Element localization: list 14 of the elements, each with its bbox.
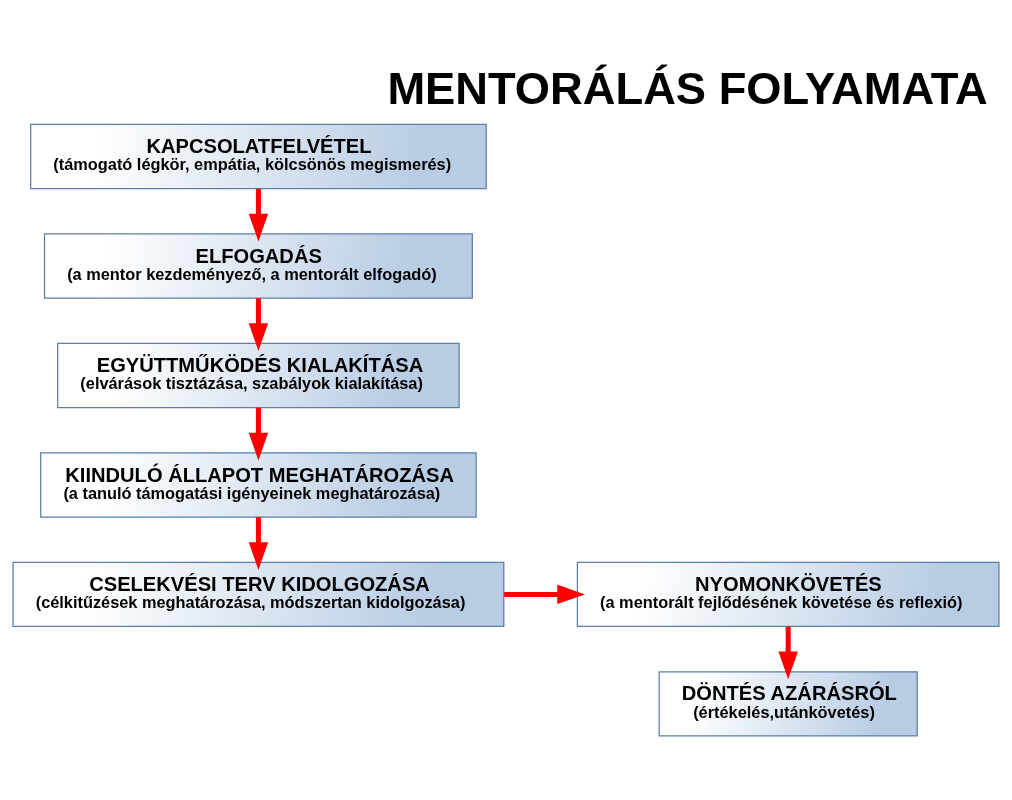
arrow [248, 298, 269, 351]
arrow [248, 407, 269, 461]
arrow [248, 517, 269, 570]
node-box: DÖNTÉS AZÁRÁSRÓL (értékelés,utánkövetés) [658, 671, 918, 737]
node-box: ELFOGADÁS (a mentor kezdeményező, a mentorált elfogadó) [43, 233, 473, 299]
arrow [504, 584, 585, 605]
node-box: EGYÜTTMŰKÖDÉS KIALAKÍTÁSA (elvárások tisztázása, szabályok kialakítása) [57, 342, 460, 409]
node-box: NYOMONKÖVETÉS (a mentorált fejlődésének követése és reflexió) [576, 561, 1000, 628]
arrow [778, 626, 798, 680]
node-box: KIINDULÓ ÁLLAPOT MEGHATÁROZÁSA (a tanuló támogatási igényeinek meghatározása) [40, 452, 477, 518]
node-box: KAPCSOLATFELVÉTEL (támogató légkör, empátia, kölcsönös megismerés) [30, 123, 487, 190]
diagram-title: MENTORÁLÁS FOLYAMATA [387, 63, 988, 115]
arrow [248, 188, 269, 242]
node-box: CSELEKVÉSI TERV KIDOLGOZÁSA (célkitűzések meghatározása, módszertan kidolgozása) [12, 561, 505, 628]
